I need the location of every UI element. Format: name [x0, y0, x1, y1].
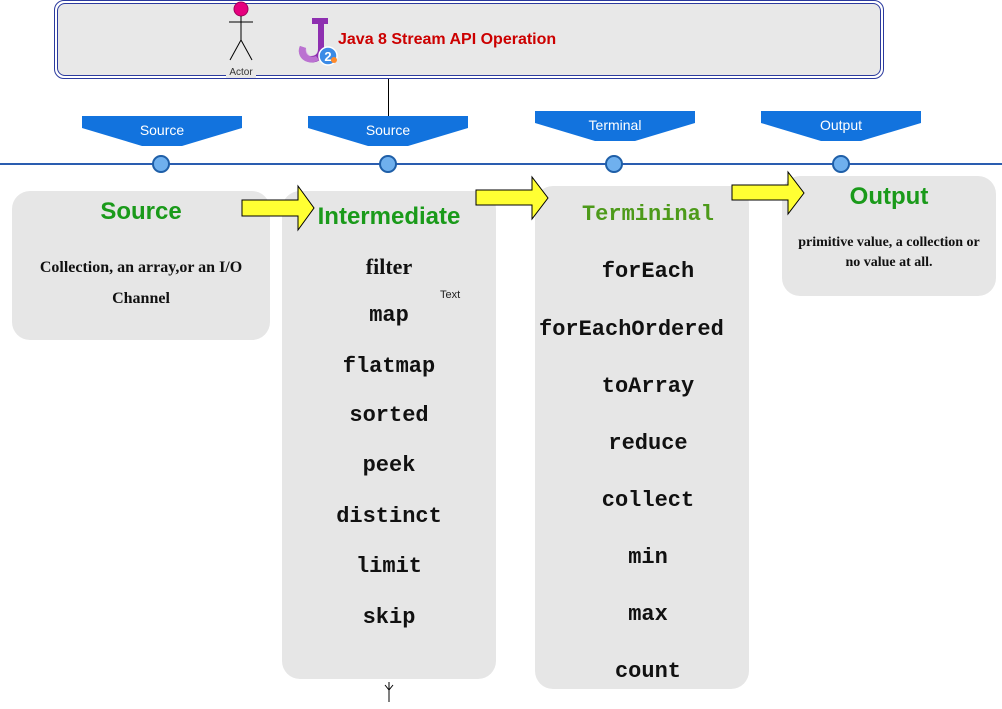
- intermediate-card: [282, 191, 496, 679]
- op-filter: filter: [365, 254, 413, 279]
- source-card-title: Source: [100, 198, 182, 225]
- banner-source-2: Source: [308, 116, 468, 146]
- op-max: max: [628, 602, 668, 627]
- banner-label: Output: [819, 117, 863, 133]
- output-card-title: Output: [849, 183, 929, 210]
- op-flatmap: flatmap: [342, 354, 436, 379]
- op-foreach: forEach: [601, 259, 695, 284]
- logo-badge-text: 2: [324, 49, 331, 64]
- text-label: Text: [440, 289, 461, 301]
- header-connector-line: [388, 79, 389, 117]
- actor-stick-figure-icon: [229, 1, 253, 61]
- terminal-ops-clip: forEach forEachOrdered toArray reduce co…: [535, 250, 745, 690]
- banner-label: Source: [365, 122, 411, 138]
- page-title: Java 8 Stream API Operation: [338, 31, 557, 48]
- terminal-card: [535, 186, 749, 689]
- banner-source-1: Source: [82, 116, 242, 146]
- yellow-right-arrow-icon: [731, 170, 805, 216]
- java-j-logo-icon: 2: [298, 18, 338, 66]
- op-min: min: [628, 545, 668, 570]
- op-foreachordered: forEachOrdered: [539, 317, 724, 342]
- op-collect: collect: [601, 488, 695, 513]
- banner-output: Output: [761, 111, 921, 141]
- op-skip: skip: [362, 605, 416, 630]
- op-map: map: [369, 303, 409, 328]
- banner-terminal: Terminal: [535, 111, 695, 141]
- op-reduce: reduce: [608, 431, 688, 456]
- banner-label: Terminal: [588, 117, 642, 133]
- op-toarray: toArray: [601, 374, 695, 399]
- terminal-card-title: Termininal: [581, 202, 715, 227]
- timeline-dot-terminal: [605, 155, 623, 173]
- banner-label: Source: [139, 122, 185, 138]
- output-card-description: primitive value, a collection or no valu…: [798, 235, 980, 270]
- timeline-dot-output: [832, 155, 850, 173]
- timeline-dot-intermediate: [379, 155, 397, 173]
- output-card: [782, 176, 996, 296]
- timeline-line: [0, 163, 1002, 165]
- intermediate-card-title: Intermediate: [317, 203, 461, 230]
- op-count: count: [614, 659, 681, 684]
- yellow-right-arrow-icon: [475, 175, 549, 221]
- op-distinct: distinct: [336, 504, 442, 529]
- actor-label: Actor: [226, 67, 256, 78]
- op-peek: peek: [362, 453, 416, 478]
- source-card-description: Collection, an array,or an I/O Channel: [39, 259, 243, 307]
- timeline-dot-source: [152, 155, 170, 173]
- header-banner: [57, 3, 881, 76]
- yellow-right-arrow-icon: [241, 184, 315, 232]
- op-sorted: sorted: [349, 403, 429, 428]
- source-card: [12, 191, 270, 340]
- op-limit: limit: [355, 554, 422, 579]
- down-arrow-icon: [384, 682, 394, 702]
